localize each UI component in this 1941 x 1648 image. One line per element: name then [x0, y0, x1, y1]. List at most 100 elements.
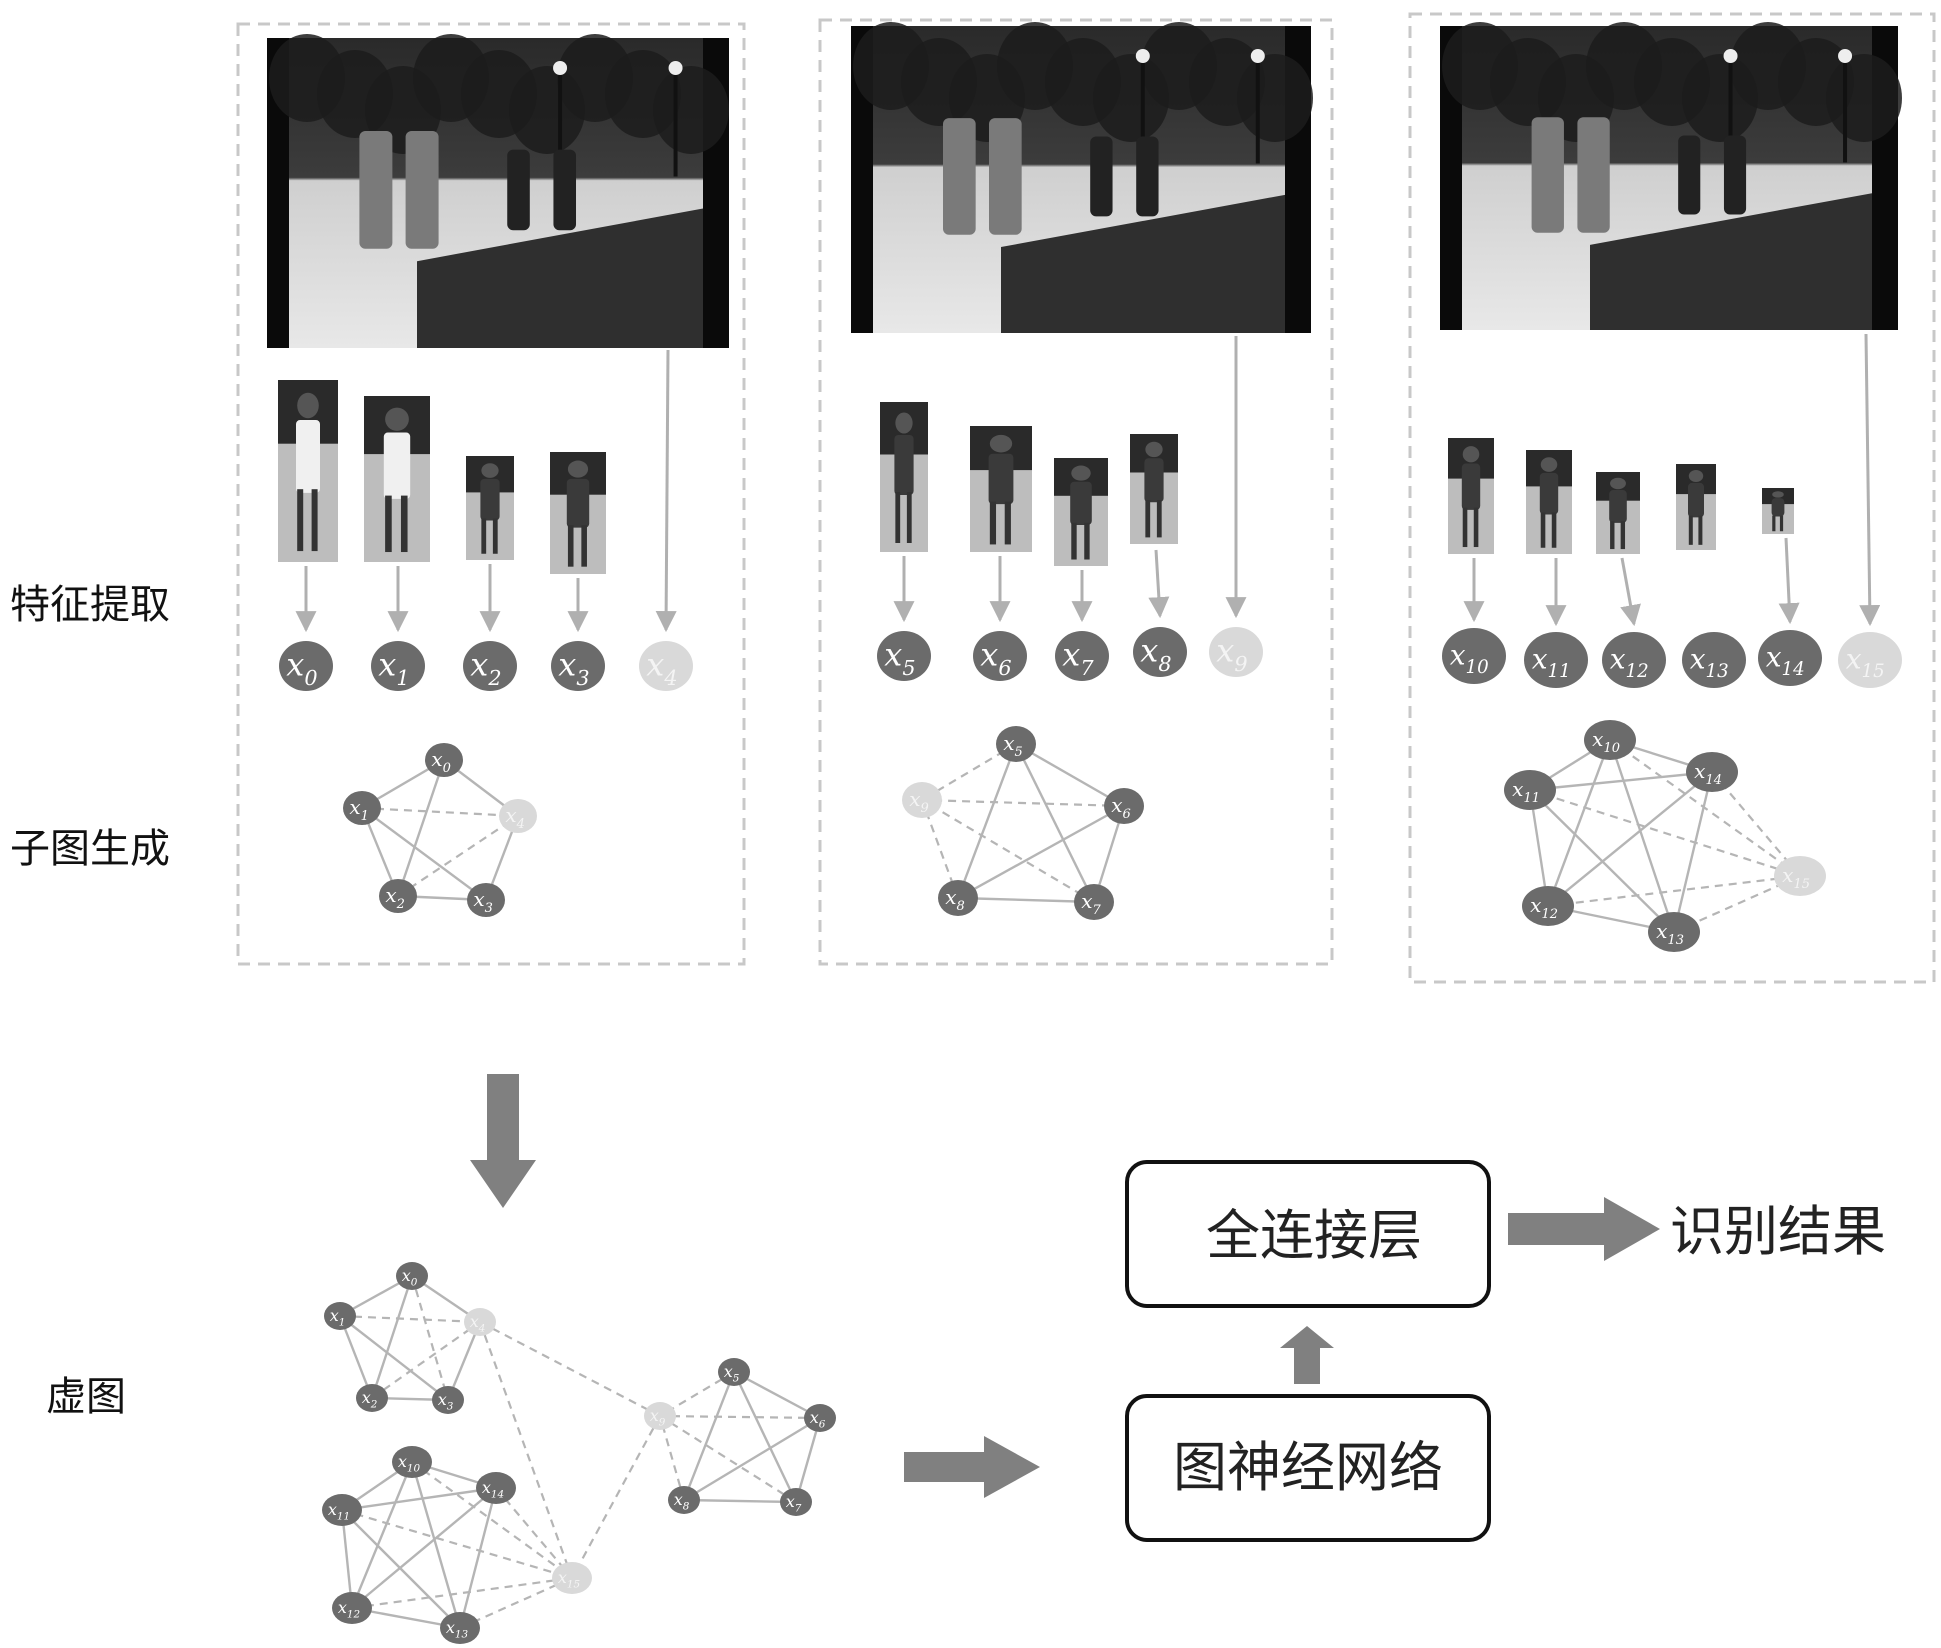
person-crop-2-2	[970, 426, 1032, 552]
person-crops	[278, 380, 1794, 574]
feature-node-13-subscript: 13	[1706, 661, 1729, 682]
person-crop-1-4	[550, 452, 606, 574]
subgraph-2-edge	[1014, 743, 1096, 903]
subgraph-3-node-11-subscript: 11	[1523, 791, 1540, 806]
person-crop-2-3	[1054, 458, 1108, 566]
person-crop-3-2	[1526, 450, 1572, 554]
subgraph-2-edge	[957, 896, 1095, 904]
feature-node-1-shape	[371, 641, 425, 691]
virtual-3-node-14-subscript: 14	[491, 1489, 504, 1501]
subgraph-3-edge	[1672, 771, 1714, 933]
feature-node-9: x9	[1209, 627, 1263, 677]
virtual-3-edges	[340, 1460, 573, 1630]
feature-node-7-label: x7	[1062, 636, 1094, 681]
virtual-2-edge	[732, 1371, 798, 1503]
feature-node-10-label: x10	[1450, 638, 1489, 677]
virtual-2-node-5-label: x5	[724, 1362, 740, 1385]
virtual-3-node-10-shape	[392, 1446, 432, 1478]
feature-node-10-subscript: 10	[1466, 657, 1489, 678]
feature-node-8: x8	[1133, 627, 1187, 677]
feature-arrow-3-5	[1778, 537, 1800, 625]
subgraph-3-node-10-subscript: 10	[1603, 741, 1620, 756]
feature-node-13-label: x13	[1690, 642, 1729, 681]
virtual-2-node-9-shape	[644, 1402, 676, 1430]
virtual-1-node-2-shape	[356, 1384, 388, 1412]
feature-node-5-var: x	[884, 636, 902, 674]
feature-node-12-subscript: 12	[1626, 661, 1649, 682]
virtual-2-node-8-label: x8	[674, 1490, 690, 1513]
feature-node-2-var: x	[470, 646, 488, 684]
feature-node-7-subscript: 7	[1080, 656, 1094, 680]
subgraph-2-node-9-var: x	[909, 787, 920, 811]
subgraph-3-node-15-var: x	[1782, 863, 1793, 887]
subgraph-3-node-11-shape	[1504, 770, 1556, 810]
virtual-3-edge	[340, 1509, 354, 1609]
virtual-1-node-1-subscript: 1	[339, 1317, 346, 1329]
feature-node-1-var: x	[378, 646, 396, 684]
virtual-2-node-8: x8	[668, 1486, 700, 1514]
subgraph-1-node-0-subscript: 0	[443, 761, 451, 776]
person-crop-3-4	[1676, 464, 1716, 550]
scene-photo-2	[851, 22, 1313, 333]
virtual-1-edge	[339, 1315, 449, 1401]
feature-node-12-shape	[1602, 632, 1666, 688]
subgraph-3-node-14: x14	[1686, 752, 1738, 792]
subgraph-1-node-0-label: x0	[431, 747, 451, 776]
feature-node-6-var: x	[980, 636, 998, 674]
subgraph-2-node-6-shape	[1104, 788, 1144, 824]
virtual-1-node-3-label: x3	[438, 1390, 454, 1413]
subgraph-3-node-12: x12	[1522, 886, 1574, 926]
feature-node-8-shape	[1133, 627, 1187, 677]
feature-extraction-label: 特征提取	[10, 582, 170, 628]
virtual-2-edge	[682, 1371, 736, 1501]
subgraph-1-node-0-var: x	[431, 747, 442, 771]
subgraph-3-node-12-subscript: 12	[1541, 907, 1558, 922]
virtual-2-node-7-label: x7	[786, 1492, 802, 1515]
subgraph-2-node-5-shape	[996, 726, 1036, 762]
subgraph-3-edge-dashed	[1609, 739, 1801, 877]
virtual-2-node-8-var: x	[674, 1490, 683, 1509]
virtual-bridge-edge	[478, 1321, 574, 1579]
feature-node-7: x7	[1055, 631, 1109, 681]
feature-node-4-subscript: 4	[663, 666, 677, 690]
feature-node-0-label: x0	[286, 646, 317, 691]
subgraph-2-node-9: x9	[902, 782, 942, 818]
subgraph-2-node-8-label: x8	[945, 885, 965, 914]
virtual-2-edge	[683, 1416, 821, 1502]
virtual-bridge-edge	[571, 1415, 661, 1579]
virtual-3-edge	[351, 1487, 497, 1609]
feature-node-4-shape	[639, 641, 693, 691]
feature-node-2-shape	[463, 641, 517, 691]
virtual-2-node-5-var: x	[724, 1362, 733, 1381]
virtual-1-edge	[370, 1275, 414, 1399]
virtual-3-node-13-subscript: 13	[455, 1629, 469, 1641]
feature-node-15-label: x15	[1846, 642, 1885, 681]
subgraph-2-node-7-shape	[1074, 884, 1114, 920]
feature-node-7-shape	[1055, 631, 1109, 681]
subgraph-3-node-13: x13	[1648, 912, 1700, 952]
virtual-2-node-7-var: x	[786, 1492, 795, 1511]
feature-arrow-3-3	[1620, 557, 1641, 627]
virtual-1-edge-dashed	[339, 1314, 481, 1324]
subgraph-2-edge	[956, 743, 1018, 899]
subgraph-2-node-7: x7	[1074, 884, 1114, 920]
virtual-1-node-2: x2	[356, 1384, 388, 1412]
feature-node-3-var: x	[558, 646, 576, 684]
subgraph-3-node-10-var: x	[1592, 727, 1603, 751]
virtual-1-node-1-label: x1	[330, 1306, 346, 1329]
subgraph-3-node-12-var: x	[1530, 893, 1541, 917]
right-arrow-to-gnn	[904, 1436, 1040, 1498]
feature-node-0: x0	[279, 641, 333, 691]
feature-node-11-label: x11	[1532, 642, 1571, 681]
virtual-3-node-12: x12	[332, 1592, 372, 1624]
virtual-3-node-14-shape	[476, 1472, 516, 1504]
virtual-1-edges	[338, 1274, 482, 1402]
subgraph-3-node-15: x15	[1774, 856, 1826, 896]
virtual-3-edge	[458, 1487, 498, 1629]
virtual-2-node-9-subscript: 9	[659, 1417, 666, 1429]
subgraph-2-node-5-label: x5	[1003, 731, 1023, 760]
feature-node-4-label: x4	[646, 646, 677, 691]
subgraph-3-node-15-shape	[1774, 856, 1826, 896]
subgraph-2-node-7-var: x	[1081, 889, 1092, 913]
